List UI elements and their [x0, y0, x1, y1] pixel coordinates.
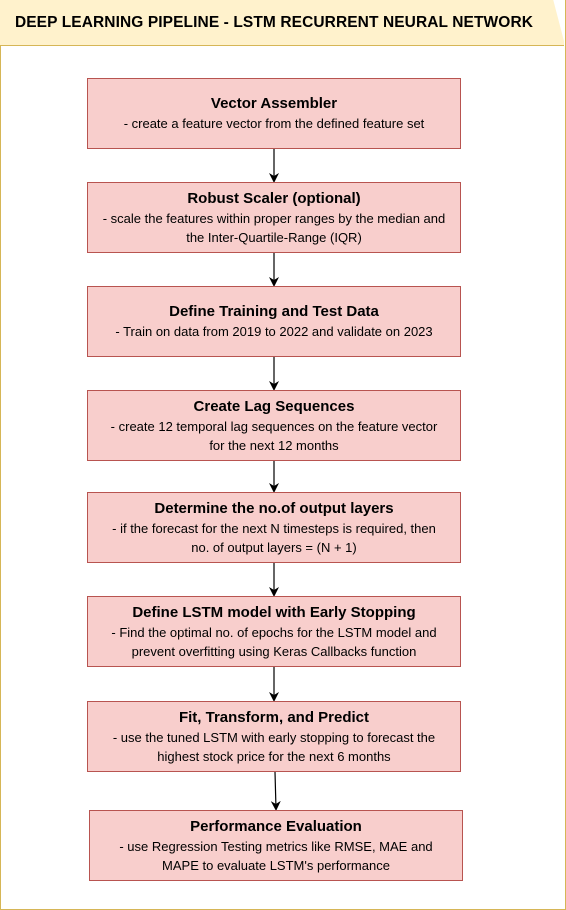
- step-description-line: - create 12 temporal lag sequences on th…: [110, 418, 438, 434]
- step-description-line: - use the tuned LSTM with early stopping…: [112, 729, 436, 745]
- step-title: Create Lag Sequences: [193, 397, 355, 415]
- step-train-test-data: Define Training and Test Data - Train on…: [87, 286, 461, 357]
- step-description: - if the forecast for the next N timeste…: [112, 519, 436, 557]
- step-fit-transform-predict: Fit, Transform, and Predict - use the tu…: [87, 701, 461, 772]
- step-description: - Find the optimal no. of epochs for the…: [111, 623, 436, 661]
- header-corner-cut: [553, 0, 565, 45]
- step-title: Define Training and Test Data: [169, 303, 379, 320]
- step-description: - create 12 temporal lag sequences on th…: [111, 417, 438, 455]
- step-description: - use Regression Testing metrics like RM…: [119, 837, 432, 875]
- step-title: Define LSTM model with Early Stopping: [132, 603, 416, 621]
- step-description-line: MAPE to evaluate LSTM's performance: [162, 857, 390, 873]
- header-bar: DEEP LEARNING PIPELINE - LSTM RECURRENT …: [0, 0, 565, 46]
- step-description-line: - scale the features within proper range…: [102, 210, 446, 226]
- arrow-7-8: [270, 771, 281, 811]
- step-description-line: - Find the optimal no. of epochs for the…: [111, 624, 437, 640]
- step-description-line: - if the forecast for the next N timeste…: [112, 520, 436, 536]
- step-title: Determine the no.of output layers: [154, 499, 394, 517]
- step-title: Vector Assembler: [210, 95, 338, 112]
- step-output-layers: Determine the no.of output layers - if t…: [87, 492, 461, 563]
- step-description: - scale the features within proper range…: [103, 209, 446, 247]
- step-lag-sequences: Create Lag Sequences - create 12 tempora…: [87, 390, 461, 461]
- step-description-line: prevent overfitting using Keras Callback…: [131, 643, 417, 659]
- step-performance-evaluation: Performance Evaluation - use Regression …: [89, 810, 463, 881]
- diagram-title: DEEP LEARNING PIPELINE - LSTM RECURRENT …: [14, 14, 534, 31]
- step-lstm-early-stopping: Define LSTM model with Early Stopping - …: [87, 596, 461, 667]
- step-title: Robust Scaler (optional): [187, 189, 361, 207]
- step-vector-assembler: Vector Assembler - create a feature vect…: [87, 78, 461, 149]
- step-description-line: no. of output layers = (N + 1): [191, 539, 357, 555]
- step-description-line: highest stock price for the next 6 month…: [157, 748, 391, 764]
- step-description-line: the Inter-Quartile-Range (IQR): [186, 229, 362, 245]
- step-robust-scaler: Robust Scaler (optional) - scale the fea…: [87, 182, 461, 253]
- step-title: Fit, Transform, and Predict: [178, 708, 370, 726]
- step-title: Performance Evaluation: [190, 817, 362, 835]
- step-description: - Train on data from 2019 to 2022 and va…: [115, 324, 433, 339]
- step-description-line: for the next 12 months: [209, 437, 339, 453]
- step-description: - use the tuned LSTM with early stopping…: [113, 728, 435, 766]
- step-description: - create a feature vector from the defin…: [123, 116, 425, 131]
- step-description-line: - use Regression Testing metrics like RM…: [119, 838, 433, 854]
